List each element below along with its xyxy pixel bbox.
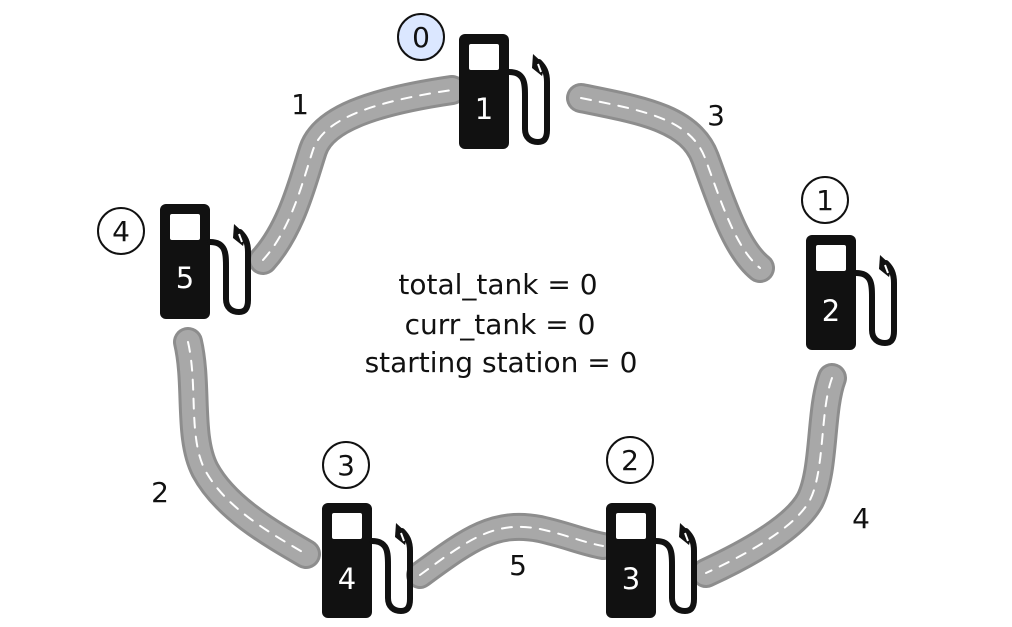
fuel-pump-icon bbox=[806, 235, 894, 350]
station-2: 2 bbox=[806, 235, 894, 350]
station-4: 4 bbox=[322, 503, 410, 618]
station-index-label-1: 1 bbox=[816, 184, 834, 217]
station-5: 5 bbox=[160, 204, 248, 319]
road-1 bbox=[248, 75, 467, 275]
road-5 bbox=[406, 512, 617, 589]
road-4 bbox=[691, 363, 847, 588]
pump-label-4: 4 bbox=[338, 562, 356, 596]
station-index-circle-2: 2 bbox=[606, 436, 654, 484]
station-index-label-4: 4 bbox=[112, 215, 130, 248]
road-2 bbox=[173, 327, 321, 569]
station-index-label-0: 0 bbox=[412, 21, 430, 54]
road-3 bbox=[566, 83, 775, 283]
fuel-pump-icon bbox=[606, 503, 694, 618]
road-label-1: 1 bbox=[291, 88, 309, 121]
road-label-3: 3 bbox=[707, 99, 725, 132]
fuel-pump-icon bbox=[459, 34, 547, 149]
station-index-circle-1: 1 bbox=[801, 176, 849, 224]
pump-label-2: 2 bbox=[822, 294, 840, 328]
fuel-pump-icon bbox=[322, 503, 410, 618]
station-index-circle-3: 3 bbox=[322, 441, 370, 489]
fuel-pump-icon bbox=[160, 204, 248, 319]
road-label-4: 4 bbox=[852, 502, 870, 535]
station-3: 3 bbox=[606, 503, 694, 618]
total-tank-text: total_tank = 0 bbox=[398, 268, 597, 301]
station-1: 1 bbox=[459, 34, 547, 149]
road-label-2: 2 bbox=[151, 476, 169, 509]
pump-label-5: 5 bbox=[176, 261, 194, 295]
station-index-label-3: 3 bbox=[337, 449, 355, 482]
pump-label-3: 3 bbox=[622, 562, 640, 596]
starting-station-text: starting station = 0 bbox=[365, 346, 638, 379]
station-index-circle-0: 0 bbox=[397, 13, 445, 61]
state-panel: total_tank = 0 curr_tank = 0 starting st… bbox=[365, 268, 638, 379]
pump-label-1: 1 bbox=[475, 92, 493, 126]
road-label-5: 5 bbox=[509, 549, 527, 582]
station-index-circle-4: 4 bbox=[97, 207, 145, 255]
curr-tank-text: curr_tank = 0 bbox=[405, 308, 596, 341]
station-index-label-2: 2 bbox=[621, 444, 639, 477]
